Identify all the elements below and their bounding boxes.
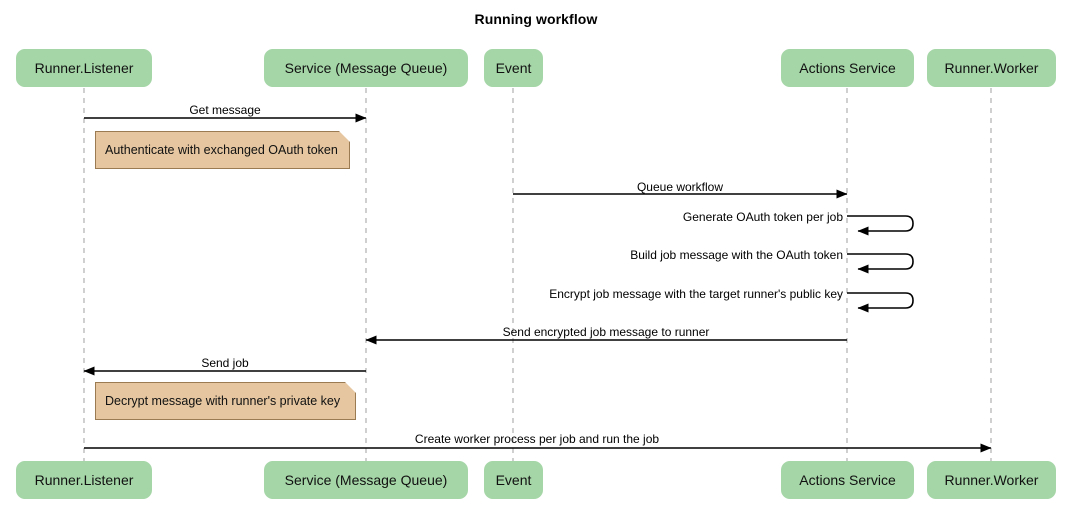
messages-group bbox=[83, 113, 992, 453]
message-arrow-build-job-message-with-the-oauth-token[interactable] bbox=[847, 253, 914, 274]
message-label-send-job: Send job bbox=[201, 356, 249, 370]
participant-label: Service (Message Queue) bbox=[284, 60, 448, 76]
participant-header-runner-worker[interactable]: Runner.Worker bbox=[927, 49, 1056, 87]
participant-footer-event[interactable]: Event bbox=[484, 461, 543, 499]
participant-label: Runner.Worker bbox=[944, 472, 1039, 488]
message-label-create-worker-process-per-job-and-run-the-job: Create worker process per job and run th… bbox=[414, 432, 660, 446]
message-label-queue-workflow: Queue workflow bbox=[636, 180, 724, 194]
message-label-encrypt-job-message-with-the-target-runners-public-key: Encrypt job message with the target runn… bbox=[549, 287, 843, 301]
note-folded-corner-edge-icon bbox=[345, 382, 356, 393]
message-label-send-encrypted-job-message-to-runner: Send encrypted job message to runner bbox=[502, 325, 710, 339]
participant-header-actions-service[interactable]: Actions Service bbox=[781, 49, 914, 87]
message-label-build-job-message-with-the-oauth-token: Build job message with the OAuth token bbox=[630, 248, 843, 262]
note-authenticate-with-exchanged-oauth-token: Authenticate with exchanged OAuth token bbox=[95, 131, 350, 169]
participant-header-service-message-queue[interactable]: Service (Message Queue) bbox=[264, 49, 468, 87]
participant-header-event[interactable]: Event bbox=[484, 49, 543, 87]
participant-label: Service (Message Queue) bbox=[284, 472, 448, 488]
participant-label: Actions Service bbox=[799, 60, 896, 76]
participant-footer-runner-worker[interactable]: Runner.Worker bbox=[927, 461, 1056, 499]
note-folded-corner-edge-icon bbox=[339, 131, 350, 142]
message-label-generate-oauth-token-per-job: Generate OAuth token per job bbox=[682, 210, 843, 224]
note-text: Authenticate with exchanged OAuth token bbox=[105, 143, 338, 157]
participant-label: Actions Service bbox=[799, 472, 896, 488]
participant-label: Runner.Worker bbox=[944, 60, 1039, 76]
message-arrow-encrypt-job-message-with-the-target-runners-public-key[interactable] bbox=[847, 292, 914, 313]
participant-label: Event bbox=[495, 472, 532, 488]
message-arrow-generate-oauth-token-per-job[interactable] bbox=[847, 215, 914, 236]
lifelines-group bbox=[83, 88, 992, 461]
note-text: Decrypt message with runner's private ke… bbox=[105, 394, 341, 408]
participant-footer-service-message-queue[interactable]: Service (Message Queue) bbox=[264, 461, 468, 499]
participant-header-runner-listener[interactable]: Runner.Listener bbox=[16, 49, 152, 87]
page-title: Running workflow bbox=[474, 11, 598, 27]
participant-label: Runner.Listener bbox=[34, 60, 134, 76]
participant-label: Runner.Listener bbox=[34, 472, 134, 488]
participant-footer-runner-listener[interactable]: Runner.Listener bbox=[16, 461, 152, 499]
message-label-get-message: Get message bbox=[189, 103, 261, 117]
participant-label: Event bbox=[495, 60, 532, 76]
participant-footer-actions-service[interactable]: Actions Service bbox=[781, 461, 914, 499]
note-decrypt-message-with-runners-private-key: Decrypt message with runner's private ke… bbox=[95, 382, 356, 420]
